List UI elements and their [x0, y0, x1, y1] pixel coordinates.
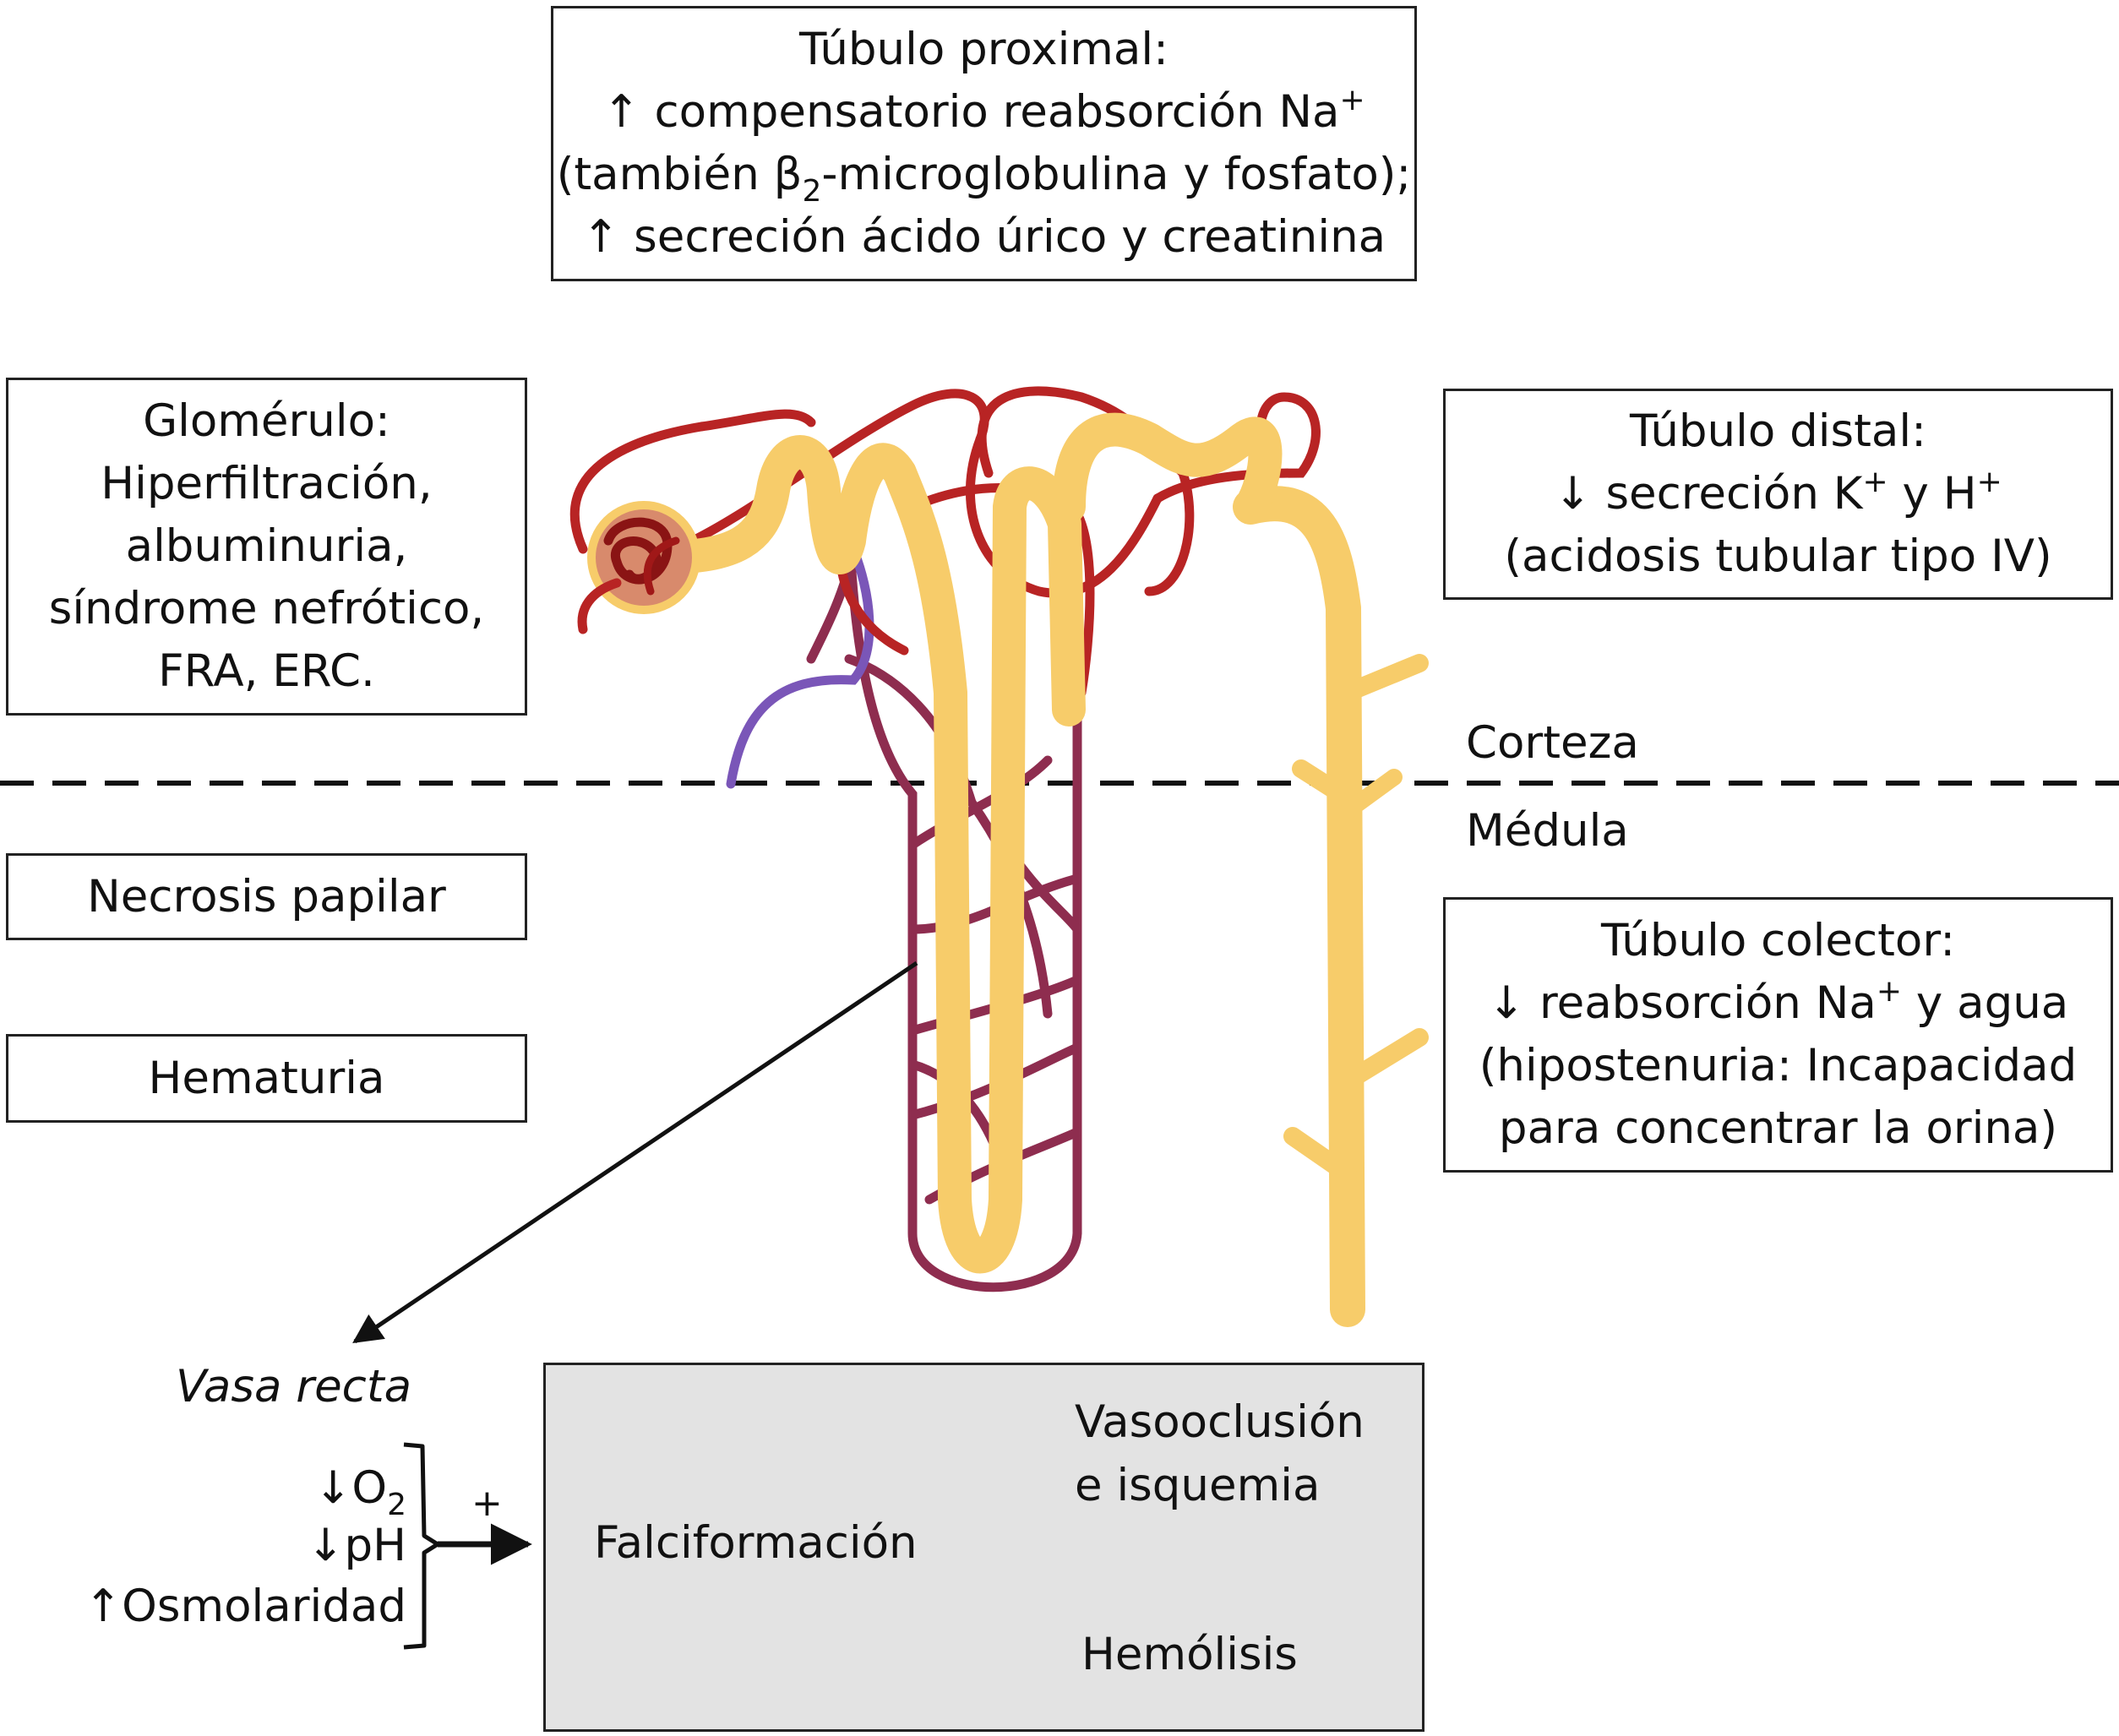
distal-line-2: ↓ secreción K+ y H+ [1554, 465, 2002, 520]
falciformation-label: Falciformación [594, 1517, 918, 1569]
factor-ph: ↓pH [307, 1520, 406, 1571]
glomerulus-line-2: Hiperfiltración, [101, 458, 433, 509]
proximal-line-3: (también β2-microglobulina y fosfato); [556, 149, 1412, 209]
proximal-line-2: ↑ compensatorio reabsorción Na+ [602, 83, 1365, 139]
distal-tubule-box: Túbulo distal: ↓ secreción K+ y H+ (acid… [1443, 389, 2113, 600]
outcome-box [543, 1363, 1424, 1732]
proximal-tubule-box: Túbulo proximal: ↑ compensatorio reabsor… [551, 6, 1417, 281]
plus-sign: + [471, 1482, 503, 1525]
factor-o2: ↓O2 [313, 1462, 406, 1522]
glomerulus-box: Glomérulo: Hiperfiltración, albuminuria,… [6, 378, 527, 716]
glomerulus-line-5: FRA, ERC. [158, 645, 375, 697]
medulla-label: Médula [1466, 805, 1629, 857]
vasoocclusion-label-2: e isquemia [1075, 1460, 1321, 1511]
distal-title: Túbulo distal: [1630, 405, 1926, 457]
collecting-duct [1233, 486, 1429, 1327]
nephron-tubule [642, 412, 1283, 1274]
glomerulus-line-3: albuminuria, [125, 520, 408, 572]
factor-osmolarity: ↑Osmolaridad [84, 1581, 406, 1632]
collector-line-4: para concentrar la orina) [1498, 1102, 2058, 1154]
vasa-recta-label: Vasa recta [176, 1361, 412, 1412]
glomerulus-line-4: síndrome nefrótico, [48, 583, 485, 634]
collector-line-3: (hipostenuria: Incapacidad [1479, 1040, 2078, 1091]
necrosis-label: Necrosis papilar [87, 870, 446, 922]
cortex-label: Corteza [1466, 717, 1639, 769]
proximal-line-4: ↑ secreción ácido úrico y creatinina [581, 211, 1386, 263]
necrosis-box: Necrosis papilar [6, 853, 527, 940]
collecting-tubule-box: Túbulo colector: ↓ reabsorción Na+ y agu… [1443, 897, 2113, 1173]
glomerulus-capsule [577, 501, 700, 634]
glomerulus-line-1: Glomérulo: [143, 395, 390, 447]
hematuria-label: Hematuria [148, 1052, 385, 1104]
factors-bracket [403, 1442, 440, 1650]
distal-line-3: (acidosis tubular tipo IV) [1504, 531, 2052, 582]
vasa-recta-pointer [352, 961, 918, 1344]
collector-line-2: ↓ reabsorción Na+ y agua [1487, 974, 2069, 1030]
collector-title: Túbulo colector: [1600, 915, 1956, 966]
proximal-title: Túbulo proximal: [799, 24, 1168, 75]
vasoocclusion-label-1: Vasooclusión [1075, 1396, 1365, 1448]
afferent-vessel [726, 544, 874, 789]
hemolysis-label: Hemólisis [1081, 1629, 1298, 1680]
hematuria-box: Hematuria [6, 1034, 527, 1123]
